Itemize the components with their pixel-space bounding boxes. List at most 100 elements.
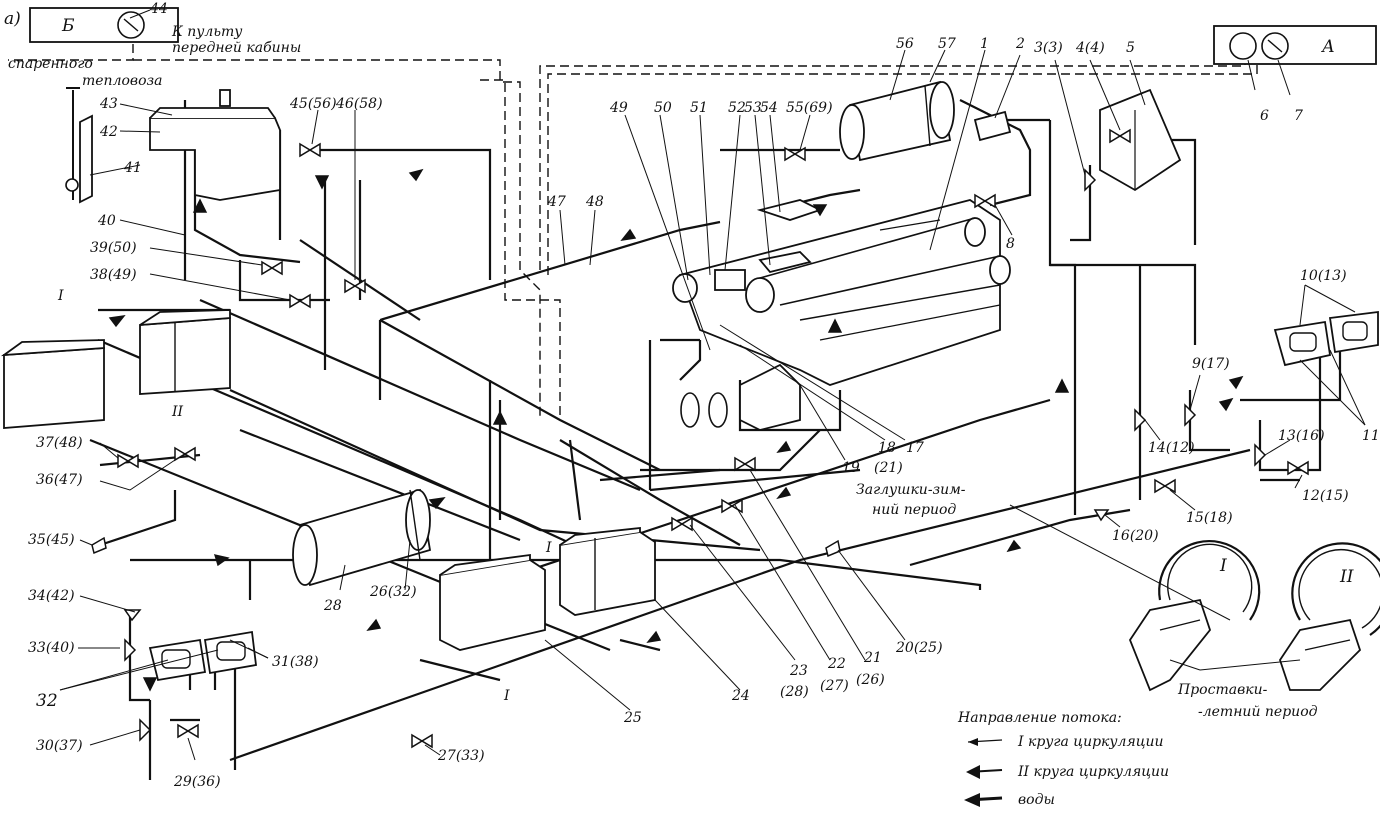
part-label: 12(15) xyxy=(1302,488,1349,504)
block-b-label: Б xyxy=(61,16,75,36)
part-label: (28) xyxy=(780,684,809,700)
water-pump-25 xyxy=(439,553,546,651)
part-labels: 44 43 42 41 40 39(50) 38(49) 37(48) 36(4… xyxy=(28,1,1380,790)
marker-i-mid: I xyxy=(545,540,552,556)
part-label: 48 xyxy=(585,194,604,210)
part-label: 44 xyxy=(149,1,168,17)
note-plugs-line1: Заглушки-зим- xyxy=(856,482,966,498)
marker-i-bottom: I xyxy=(503,688,510,704)
part-label: 42 xyxy=(99,124,118,140)
heat-exchanger-56 xyxy=(839,80,955,162)
part-label: 53 xyxy=(744,100,762,116)
part-label: 46(58) xyxy=(335,96,383,112)
part-label: 33(40) xyxy=(28,640,75,656)
part-label: 15(18) xyxy=(1186,510,1233,526)
part-label: 22 xyxy=(827,656,846,672)
part-label: 6 xyxy=(1260,108,1269,124)
part-label: 4(4) xyxy=(1075,40,1105,56)
diesel-engine xyxy=(672,199,1011,386)
figure-letter: а) xyxy=(4,9,21,29)
part-label: 10(13) xyxy=(1300,268,1347,284)
part-label: 5 xyxy=(1126,40,1135,56)
legend: Направление потока: I круга циркуляции I… xyxy=(957,710,1169,808)
water-gauge xyxy=(65,87,93,204)
signal-lines xyxy=(8,44,1258,420)
water-pump-24 xyxy=(559,526,656,616)
part-label: 39(50) xyxy=(90,240,137,256)
part-label: 47 xyxy=(547,194,566,210)
part-label: 54 xyxy=(760,100,778,116)
part-label: 31(38) xyxy=(272,654,319,670)
legend-item-3: воды xyxy=(1018,792,1055,808)
leader-lines xyxy=(59,9,1366,761)
part-label: 57 xyxy=(938,36,956,52)
marker-i-top: I xyxy=(57,288,64,304)
part-label: 23 xyxy=(789,663,808,679)
legend-item-2: II круга циркуляции xyxy=(1017,764,1169,780)
part-label: 16(20) xyxy=(1112,528,1159,544)
radiator-right-a xyxy=(1273,320,1332,367)
part-label: (27) xyxy=(820,678,849,694)
part-label: 27(33) xyxy=(437,748,485,764)
cooler-28 xyxy=(292,488,432,587)
part-label: 18 xyxy=(878,440,896,456)
part-label: 41 xyxy=(123,160,142,176)
flow-arrows xyxy=(108,168,1244,692)
tank-left-2 xyxy=(139,309,231,395)
part-label: 2 xyxy=(1015,36,1025,52)
valves xyxy=(117,128,1309,749)
expansion-tank xyxy=(149,89,281,201)
part-label: 21 xyxy=(863,650,882,666)
part-label: 17 xyxy=(906,440,924,456)
block-a-label: А xyxy=(1321,37,1335,57)
part-label: 28 xyxy=(323,598,342,614)
caption-panel-line1: К пульту xyxy=(171,24,243,40)
part-label: 7 xyxy=(1294,108,1303,124)
part-label: (21) xyxy=(874,460,903,476)
note-spacers-line2: -летний период xyxy=(1198,704,1318,720)
part-label: 32 xyxy=(36,691,58,711)
part-label: 9(17) xyxy=(1192,356,1230,372)
filter-2 xyxy=(973,110,1012,142)
part-label: 56 xyxy=(896,36,914,52)
part-label: 49 xyxy=(609,100,628,116)
radiator-right-b xyxy=(1328,310,1379,354)
heater-5 xyxy=(1099,88,1182,192)
part-label: 52 xyxy=(728,100,746,116)
filter-pair xyxy=(680,392,728,428)
marker-ii: II xyxy=(171,404,184,420)
part-label: 37(48) xyxy=(36,435,83,451)
housing-19 xyxy=(739,363,801,431)
part-label: 36(47) xyxy=(36,472,83,488)
part-label: 43 xyxy=(99,96,118,112)
part-label: 45(56) xyxy=(289,96,337,112)
part-label: 35(45) xyxy=(28,532,75,548)
part-label: 51 xyxy=(690,100,708,116)
drain-plugs xyxy=(91,509,1110,622)
part-label: 24 xyxy=(731,688,750,704)
circle-label-ii: II xyxy=(1339,567,1354,587)
legend-title: Направление потока: xyxy=(957,710,1122,726)
tank-left xyxy=(0,339,105,429)
panel-block-a: А xyxy=(1213,25,1377,65)
caption-panel-line2: передней кабины xyxy=(172,40,301,56)
part-label: 1 xyxy=(980,36,989,52)
panel-block-b: Б xyxy=(29,7,179,43)
part-label: 29(36) xyxy=(173,774,221,790)
circle-label-i: I xyxy=(1219,556,1227,576)
part-label: 50 xyxy=(654,100,672,116)
part-label: 14(12) xyxy=(1148,440,1195,456)
legend-item-1: I круга циркуляции xyxy=(1017,734,1164,750)
part-label: 55(69) xyxy=(786,100,833,116)
part-label: 34(42) xyxy=(28,588,75,604)
note-spacers-line1: Проставки- xyxy=(1177,682,1268,698)
inset-circle-ii: II xyxy=(1279,542,1380,691)
caption-coupled-line2: тепловоза xyxy=(82,73,162,89)
part-label: (26) xyxy=(856,672,885,688)
part-label: 25 xyxy=(623,710,642,726)
part-label: 20(25) xyxy=(895,640,943,656)
part-label: 3(3) xyxy=(1034,40,1063,56)
part-label: 30(37) xyxy=(36,738,83,754)
inset-circle-i: I xyxy=(1128,540,1261,692)
